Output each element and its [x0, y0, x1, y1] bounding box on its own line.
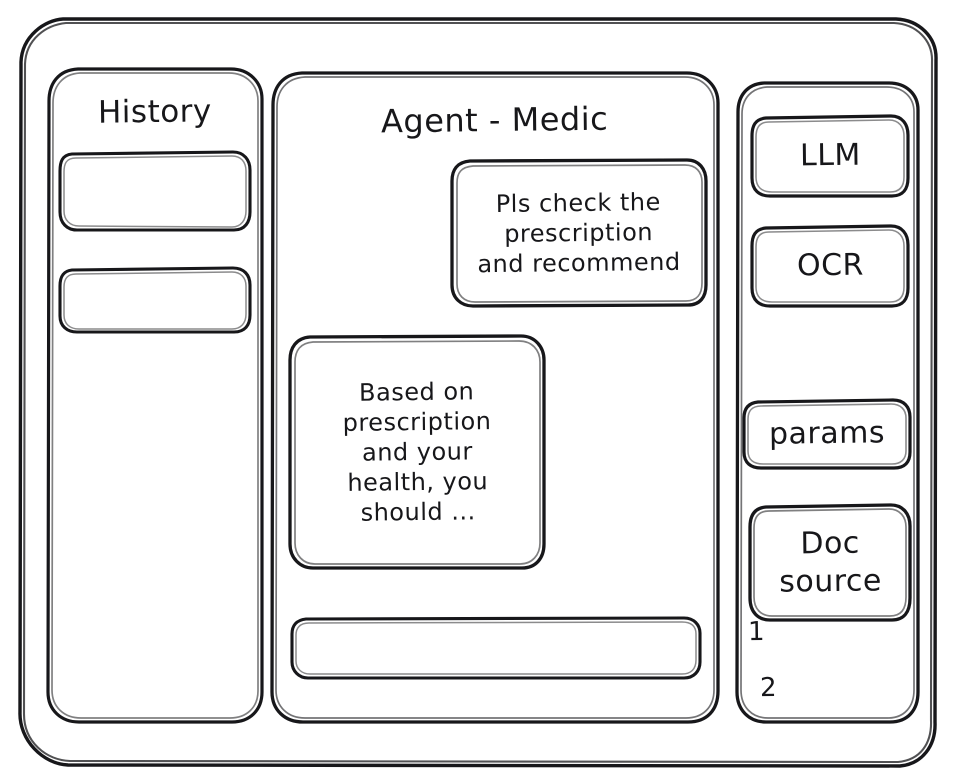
- tool-button-label: OCR: [796, 247, 864, 284]
- doc-source-list-item[interactable]: 1: [748, 612, 782, 652]
- history-list-item[interactable]: [60, 152, 250, 230]
- message-input[interactable]: [292, 618, 700, 678]
- tool-button-label: LLM: [799, 137, 861, 174]
- doc-source-item-label: 1: [747, 616, 766, 647]
- doc-source-list-item[interactable]: 2: [760, 668, 794, 708]
- agent-title: Agent - Medic: [272, 96, 718, 144]
- assistant-message-text: Based on prescription and your health, y…: [342, 377, 492, 527]
- history-list-item[interactable]: [60, 268, 250, 332]
- doc-source-item-label: 2: [759, 672, 778, 703]
- assistant-message-bubble: Based on prescription and your health, y…: [290, 336, 544, 568]
- tool-button-label: Doc source: [778, 525, 882, 600]
- tool-button-llm[interactable]: LLM: [752, 116, 908, 196]
- tool-button-doc-source[interactable]: Doc source: [750, 505, 910, 620]
- tool-button-label: params: [768, 415, 886, 452]
- agent-title-label: Agent - Medic: [381, 99, 609, 141]
- history-title-label: History: [97, 92, 213, 131]
- tool-button-params[interactable]: params: [744, 400, 910, 468]
- history-title: History: [48, 88, 262, 136]
- user-message-bubble: Pls check the prescription and recommend: [452, 160, 706, 306]
- user-message-text: Pls check the prescription and recommend: [477, 187, 682, 279]
- tool-button-ocr[interactable]: OCR: [752, 226, 908, 306]
